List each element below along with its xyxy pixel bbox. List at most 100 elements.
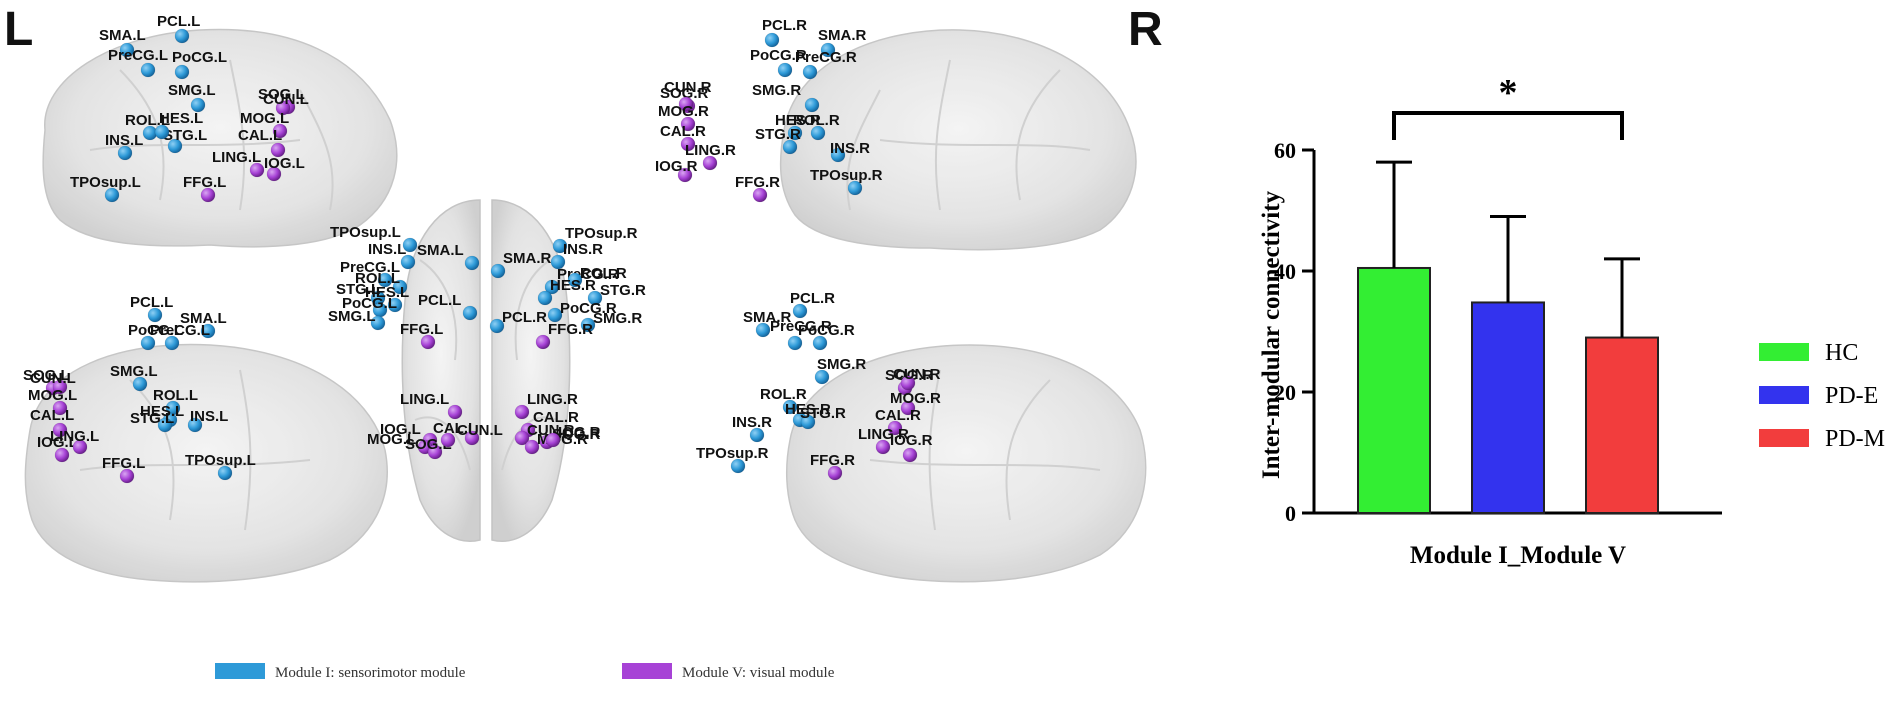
node-rol-l — [392, 279, 408, 295]
brain-surface-dorsal-left — [401, 199, 481, 542]
node-label-cal-l: CAL.L — [433, 420, 477, 437]
legend-label-pd-e: PD-E — [1825, 383, 1878, 409]
node-pcl-l — [174, 28, 190, 44]
node-label-ling-l: LING.L — [50, 428, 99, 445]
node-label-ins-r: INS.R — [732, 414, 772, 431]
node-ffg-l — [119, 468, 135, 484]
node-label-sog-l: SOG.L — [23, 367, 70, 384]
legend-label-hc: HC — [1825, 340, 1858, 366]
node-label-ling-l: LING.L — [212, 149, 261, 166]
node-cal-l — [52, 422, 68, 438]
node-ffg-l — [200, 187, 216, 203]
node-label-stg-l: STG.L — [336, 281, 380, 298]
node-cun-r — [900, 375, 916, 391]
node-mog-l — [272, 123, 288, 139]
node-sma-l — [464, 255, 480, 271]
node-label-hes-r: HES.R — [785, 401, 831, 418]
node-tposup-l — [402, 237, 418, 253]
node-cun-l — [52, 379, 68, 395]
node-pcl-l — [147, 307, 163, 323]
node-ffg-l — [420, 334, 436, 350]
node-label-ins-l: INS.L — [368, 241, 406, 258]
node-iog-l — [54, 447, 70, 463]
node-label-ins-r: INS.R — [563, 241, 603, 258]
node-label-pcl-l: PCL.L — [157, 13, 200, 30]
left-hemisphere-letter: L — [4, 3, 34, 56]
node-label-stg-l: STG.L — [130, 410, 174, 427]
node-hes-l — [387, 297, 403, 313]
node-sog-l — [427, 444, 443, 460]
node-label-mog-l: MOG.L — [240, 110, 289, 127]
node-pocg-r — [812, 335, 828, 351]
node-label-iog-l: IOG.L — [380, 421, 421, 438]
right-hemisphere-letter: R — [1128, 3, 1163, 56]
node-ins-l — [187, 417, 203, 433]
node-ffg-r — [535, 334, 551, 350]
node-label-cun-l: CUN.L — [263, 91, 309, 108]
node-pocg-l — [140, 335, 156, 351]
node-precg-r — [787, 335, 803, 351]
node-label-cun-l: CUN.L — [457, 422, 503, 439]
node-label-precg-l: PreCG.L — [108, 47, 168, 64]
legend-swatch-module1 — [215, 663, 265, 679]
node-hes-r — [787, 125, 803, 141]
node-label-ins-l: INS.L — [105, 132, 143, 149]
node-cun-r — [678, 96, 694, 112]
node-label-cun-r: CUN.R — [527, 422, 575, 439]
node-label-tposup-r: TPOsup.R — [696, 445, 769, 462]
node-label-smg-r: SMG.R — [593, 310, 642, 327]
node-label-ling-r: LING.R — [685, 142, 736, 159]
y-tick-label-60: 60 — [1274, 138, 1296, 163]
legend-swatch-module5 — [622, 663, 672, 679]
node-label-pocg-r: PoCG.R — [560, 300, 617, 317]
node-label-tposup-r: TPOsup.R — [810, 167, 883, 184]
node-label-smg-r: SMG.R — [752, 82, 801, 99]
node-label-rol-r: ROL.R — [580, 265, 627, 282]
node-label-ffg-l: FFG.L — [400, 321, 443, 338]
node-label-sog-r: SOG.R — [660, 85, 709, 102]
node-label-cal-r: CAL.R — [533, 409, 579, 426]
node-label-sma-l: SMA.L — [99, 27, 146, 44]
node-label-stg-l: STG.L — [163, 127, 207, 144]
node-label-ffg-r: FFG.R — [810, 452, 855, 469]
legend-swatch-pd-m — [1759, 429, 1809, 447]
node-stg-r — [587, 290, 603, 306]
node-ling-r — [702, 155, 718, 171]
node-label-mog-l: MOG.L — [28, 387, 77, 404]
node-label-stg-r: STG.R — [800, 405, 846, 422]
node-label-mog-r: MOG.R — [658, 103, 709, 120]
node-label-pocg-r: PoCG.R — [750, 47, 807, 64]
y-axis-label: Inter-modular connectivity — [1258, 190, 1285, 479]
node-label-iog-r: IOG.R — [558, 424, 601, 441]
significance-bracket: * — [1392, 72, 1624, 140]
node-precg-l — [377, 272, 393, 288]
node-label-ffg-r: FFG.R — [735, 174, 780, 191]
x-axis-label: Module I_Module V — [1410, 542, 1626, 569]
node-label-hes-l: HES.L — [140, 403, 184, 420]
node-label-pcl-l: PCL.L — [130, 294, 173, 311]
node-label-hes-r: HES.R — [775, 112, 821, 129]
bars — [1357, 266, 1659, 514]
bar-pd-e — [1471, 301, 1545, 514]
node-label-sog-r: SOG.R — [552, 426, 601, 443]
node-cun-l — [464, 430, 480, 446]
node-pocg-r — [547, 307, 563, 323]
node-tposup-l — [217, 465, 233, 481]
node-pcl-r — [764, 32, 780, 48]
node-ins-l — [400, 254, 416, 270]
node-label-iog-l: IOG.L — [264, 155, 305, 172]
node-mog-r — [680, 116, 696, 132]
node-iog-r — [545, 432, 561, 448]
node-cal-l — [270, 142, 286, 158]
sulci-right-lateral — [846, 59, 1091, 211]
node-ffg-r — [752, 187, 768, 203]
node-hes-r — [537, 290, 553, 306]
significance-line — [1392, 111, 1624, 140]
node-label-ins-l: INS.L — [190, 408, 228, 425]
node-pcl-l — [462, 305, 478, 321]
node-label-smg-l: SMG.L — [328, 308, 376, 325]
node-label-tposup-l: TPOsup.L — [185, 452, 256, 469]
